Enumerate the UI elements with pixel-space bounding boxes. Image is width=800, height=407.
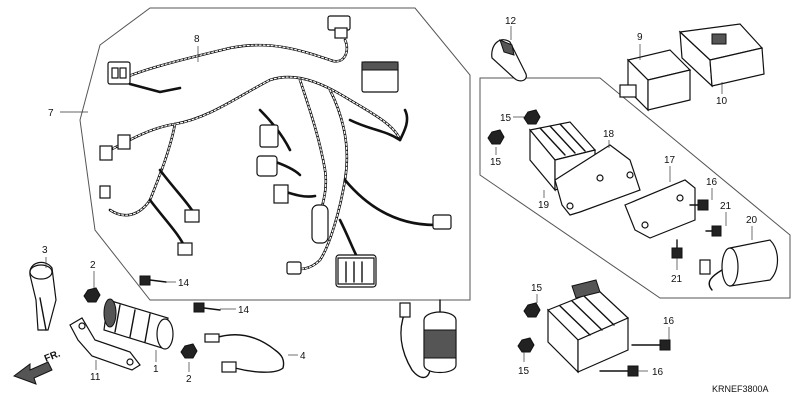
callout-11: 11 bbox=[90, 372, 101, 383]
callout-9: 9 bbox=[637, 32, 643, 43]
callout-16-middle: 16 bbox=[663, 316, 675, 327]
callout-3: 3 bbox=[42, 245, 48, 256]
callout-21-upper: 21 bbox=[720, 201, 732, 212]
callout-19: 19 bbox=[538, 200, 550, 211]
harness-frame bbox=[79, 7, 471, 301]
stay-plate[interactable] bbox=[624, 179, 696, 239]
callout-14-lower: 14 bbox=[238, 305, 250, 316]
clamp-band[interactable] bbox=[491, 39, 527, 82]
callout-2-lower: 2 bbox=[186, 374, 192, 385]
callout-15-a: 15 bbox=[500, 113, 512, 124]
callout-15-c: 15 bbox=[531, 283, 543, 294]
bolt-21-upper[interactable] bbox=[705, 225, 722, 237]
callout-4: 4 bbox=[300, 351, 306, 362]
ignition-coil[interactable] bbox=[103, 298, 174, 350]
bolt-21-lower[interactable] bbox=[671, 239, 683, 259]
bolt-14-lower[interactable] bbox=[193, 302, 221, 313]
callout-7: 7 bbox=[48, 108, 54, 119]
bolt-14-upper[interactable] bbox=[139, 275, 167, 286]
callout-18: 18 bbox=[603, 129, 615, 140]
callout-21-lower: 21 bbox=[671, 274, 683, 285]
front-direction-label: FR. bbox=[43, 348, 62, 364]
nut-15-d[interactable] bbox=[517, 337, 535, 353]
nut-2-lower[interactable] bbox=[180, 343, 198, 359]
lead-wire[interactable] bbox=[204, 333, 285, 373]
callout-10: 10 bbox=[716, 96, 728, 107]
diagram-code: KRNEF3800A bbox=[712, 384, 769, 394]
callout-12: 12 bbox=[505, 16, 517, 27]
bolt-16-middle[interactable] bbox=[631, 339, 671, 351]
sub-harness[interactable] bbox=[107, 15, 351, 94]
callout-14-upper: 14 bbox=[178, 278, 190, 289]
bolt-16-upper[interactable] bbox=[689, 199, 709, 211]
coil-stay[interactable] bbox=[69, 317, 141, 371]
callout-labels: 7 8 3 2 14 14 1 11 2 4 12 9 10 15 15 19 … bbox=[42, 16, 758, 385]
front-direction-arrow: FR. bbox=[12, 348, 62, 385]
nut-15-a[interactable] bbox=[523, 109, 541, 125]
regulator-rectifier-lower[interactable] bbox=[546, 279, 630, 374]
spark-plug-cap[interactable] bbox=[29, 261, 57, 331]
callout-8: 8 bbox=[194, 34, 200, 45]
callout-17: 17 bbox=[664, 155, 676, 166]
relay-cover[interactable] bbox=[678, 23, 765, 88]
main-wire-harness[interactable] bbox=[99, 61, 452, 288]
noise-suppressor[interactable] bbox=[399, 299, 457, 379]
nut-15-c[interactable] bbox=[523, 302, 541, 318]
callout-2-upper: 2 bbox=[90, 260, 96, 271]
bracket-frame bbox=[479, 77, 791, 299]
leader-lines bbox=[45, 26, 753, 372]
callout-20: 20 bbox=[746, 215, 758, 226]
callout-15-b: 15 bbox=[490, 157, 502, 168]
nut-2-upper[interactable] bbox=[83, 287, 101, 303]
nut-15-b[interactable] bbox=[487, 129, 505, 145]
callout-1: 1 bbox=[153, 364, 159, 375]
bolt-16-lower[interactable] bbox=[599, 365, 639, 377]
relay-unit[interactable] bbox=[619, 49, 692, 112]
callout-16-lower: 16 bbox=[652, 367, 664, 378]
callout-16-upper: 16 bbox=[706, 177, 718, 188]
mounting-bracket[interactable] bbox=[554, 144, 641, 216]
buzzer-unit[interactable] bbox=[699, 239, 779, 291]
callout-15-d: 15 bbox=[518, 366, 530, 377]
